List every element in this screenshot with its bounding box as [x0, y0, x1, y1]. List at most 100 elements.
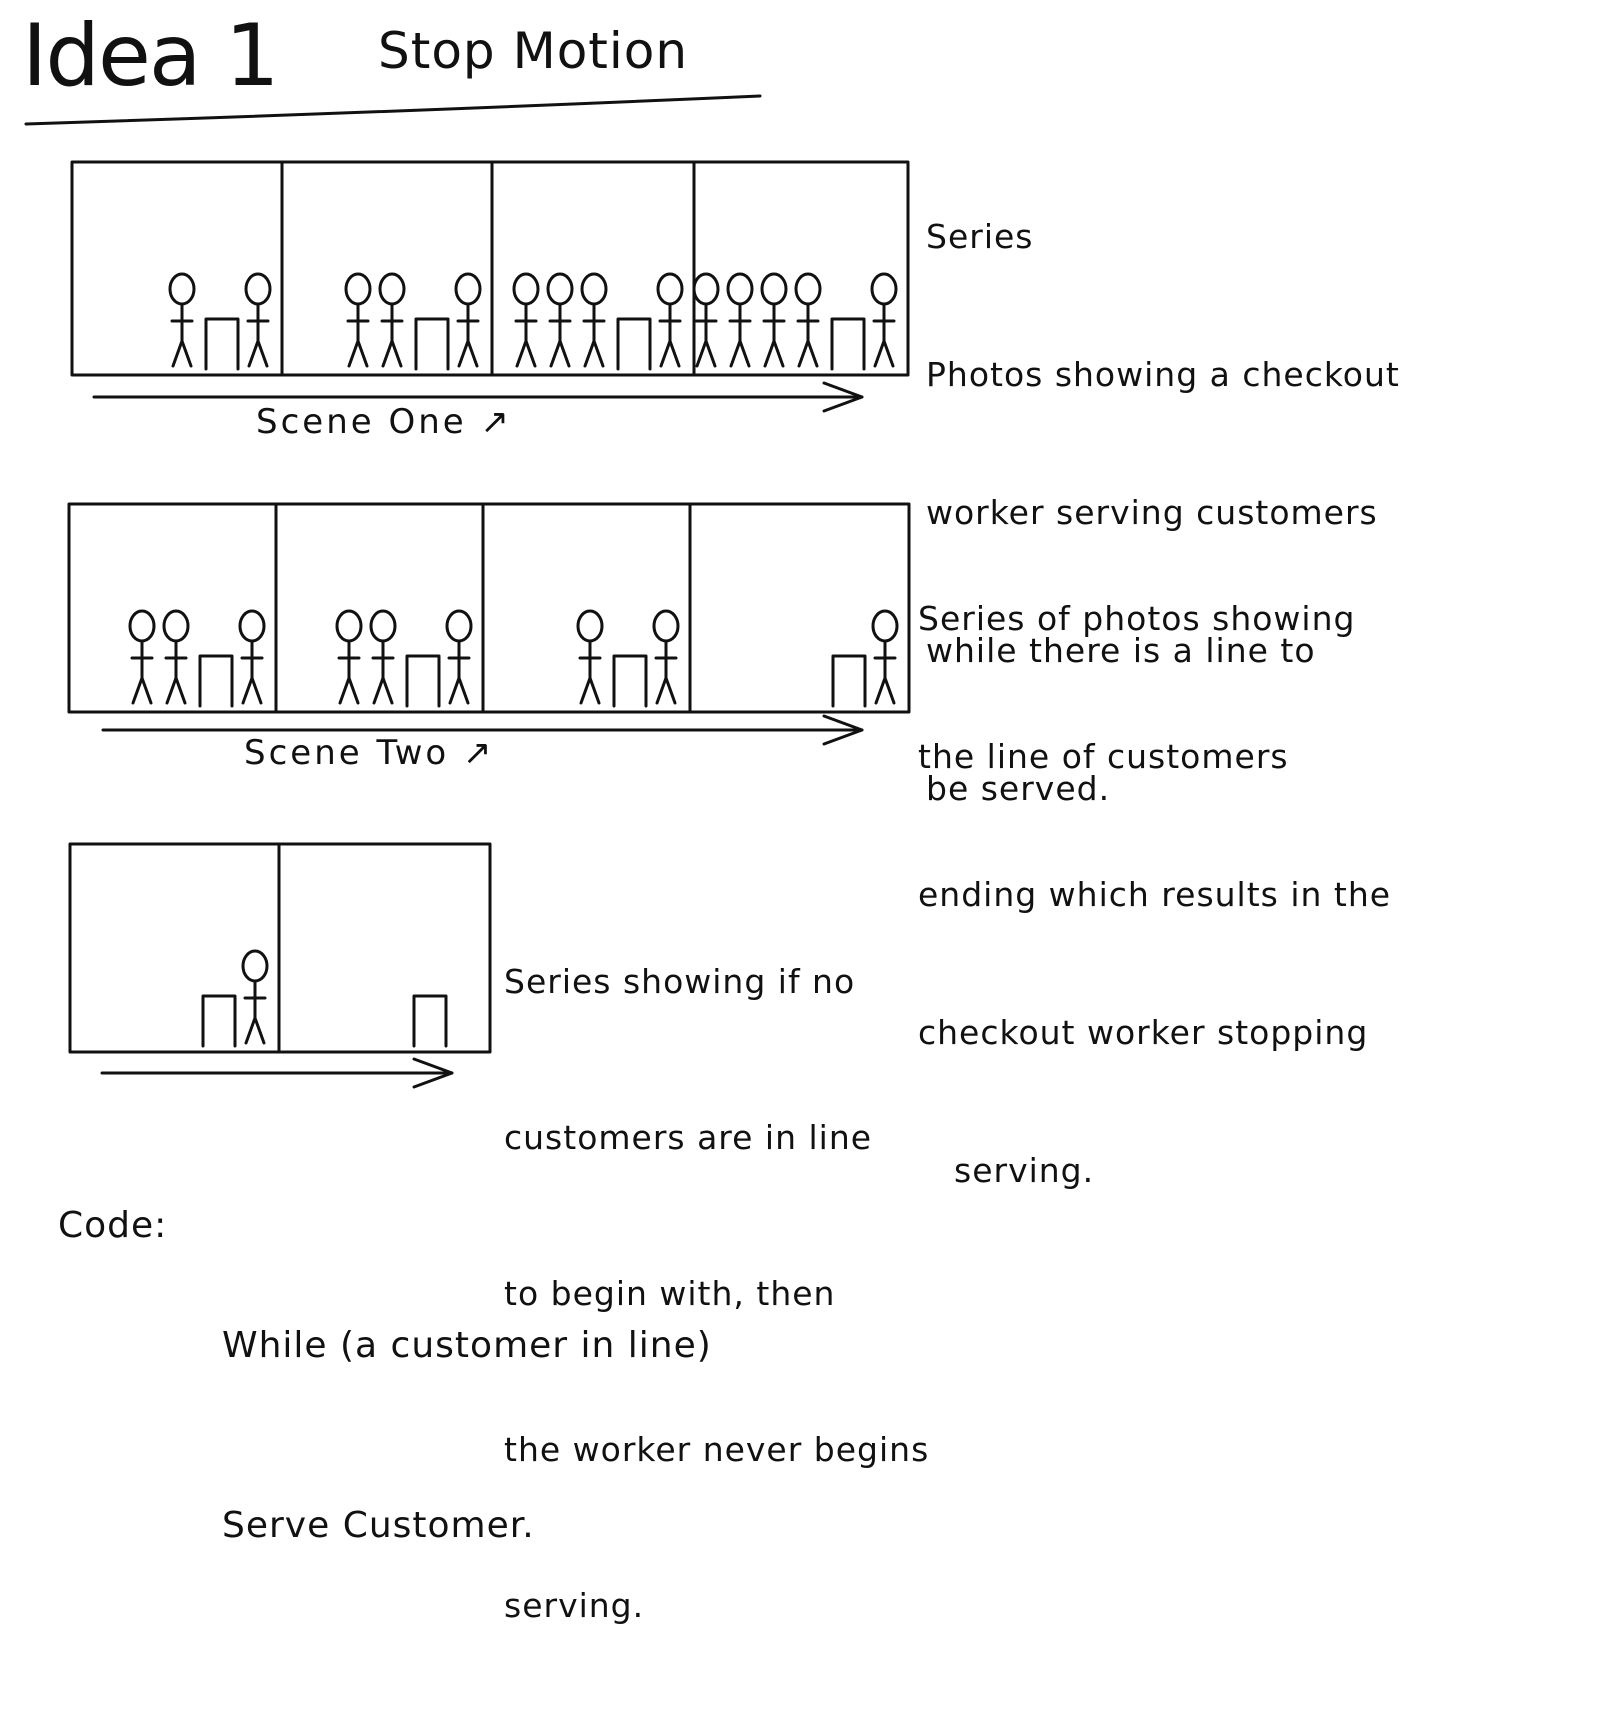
- stick-figure-head: [162, 609, 190, 643]
- scene-two-label: Scene Two ↗: [244, 733, 495, 773]
- customer: [512, 272, 540, 368]
- checkout-worker: [656, 272, 684, 368]
- code-line: While (a customer in line): [222, 1325, 712, 1366]
- frame: [576, 609, 680, 708]
- checkout-counter: [831, 654, 867, 708]
- stick-figure-leg: [390, 339, 403, 368]
- checkout-worker: [244, 272, 272, 368]
- customer: [726, 272, 754, 368]
- stick-figure-head: [546, 272, 574, 306]
- scene-two-caption: Series of photos showing the line of cus…: [918, 599, 1392, 1190]
- frame: [512, 272, 684, 371]
- stick-figure-leg: [448, 676, 461, 705]
- stick-figure-leg: [165, 676, 178, 705]
- stick-figure-leg: [174, 676, 187, 705]
- checkout-worker: [445, 609, 473, 705]
- frame: [335, 609, 473, 708]
- storyboard-page: Idea 1 Stop Motion Scene One ↗ Scene Two…: [22, 6, 1400, 1625]
- customer: [546, 272, 574, 368]
- stick-figure-leg: [247, 339, 260, 368]
- scene-one-label: Scene One ↗: [256, 402, 513, 442]
- customer: [580, 272, 608, 368]
- stick-figure-leg: [659, 339, 672, 368]
- curl-arrow-icon: ↗: [480, 402, 513, 442]
- frame: [692, 272, 898, 371]
- customer: [760, 272, 788, 368]
- arrow-head-icon: [412, 1057, 454, 1089]
- checkout-worker: [871, 609, 899, 705]
- stick-figure-leg: [882, 339, 895, 368]
- stick-figure-leg: [873, 339, 886, 368]
- stick-figure-leg: [171, 339, 184, 368]
- stick-figure-head: [168, 272, 196, 306]
- title-underline: [24, 94, 762, 126]
- stick-figure-head: [760, 272, 788, 306]
- stick-figure-head: [244, 272, 272, 306]
- customer: [128, 609, 156, 705]
- stick-figure-leg: [874, 676, 887, 705]
- stick-figure-head: [871, 609, 899, 643]
- stick-figure-leg: [883, 676, 896, 705]
- scene-strip: [67, 502, 911, 746]
- customer: [576, 609, 604, 705]
- stick-figure-leg: [140, 676, 153, 705]
- customer: [378, 272, 406, 368]
- stick-figure-leg: [466, 339, 479, 368]
- code-block: While (a customer in line) Serve Custome…: [222, 1196, 712, 1676]
- film-strip: [70, 160, 910, 377]
- stick-figure-leg: [704, 339, 717, 368]
- stick-figure-head: [238, 609, 266, 643]
- film-strip: [67, 502, 911, 714]
- stick-figure-leg: [381, 339, 394, 368]
- storyboard-sketch: [24, 94, 911, 1089]
- stick-figure-leg: [664, 676, 677, 705]
- scene-one-caption: Series Photos showing a checkout worker …: [926, 217, 1400, 808]
- stick-figure-leg: [729, 339, 742, 368]
- stick-figure-leg: [588, 676, 601, 705]
- stick-figure-head: [512, 272, 540, 306]
- code-label: Code:: [58, 1205, 168, 1246]
- checkout-counter: [414, 317, 450, 371]
- scene-strip: [70, 160, 910, 413]
- stick-figure-head: [445, 609, 473, 643]
- stick-figure-leg: [180, 339, 193, 368]
- stick-figure-leg: [763, 339, 776, 368]
- frame: [831, 609, 899, 708]
- customer: [162, 609, 190, 705]
- stick-figure-head: [726, 272, 754, 306]
- curl-arrow-icon: ↗: [463, 733, 495, 773]
- customer: [168, 272, 196, 368]
- stick-figure-leg: [356, 339, 369, 368]
- customer: [335, 609, 363, 705]
- stick-figure-leg: [253, 1016, 266, 1045]
- stick-figure-leg: [347, 339, 360, 368]
- stick-figure-head: [128, 609, 156, 643]
- stick-figure-leg: [457, 676, 470, 705]
- stick-figure-leg: [250, 676, 263, 705]
- stick-figure-leg: [695, 339, 708, 368]
- stick-figure-head: [454, 272, 482, 306]
- checkout-worker: [454, 272, 482, 368]
- stick-figure-leg: [457, 339, 470, 368]
- stick-figure-head: [378, 272, 406, 306]
- customer: [692, 272, 720, 368]
- stick-figure-leg: [372, 676, 385, 705]
- checkout-worker: [652, 609, 680, 705]
- stick-figure-leg: [806, 339, 819, 368]
- checkout-counter: [198, 654, 234, 708]
- stick-figure-leg: [256, 339, 269, 368]
- page-title: Idea 1: [22, 6, 280, 106]
- stick-figure-leg: [515, 339, 528, 368]
- customer: [794, 272, 822, 368]
- stick-figure-leg: [244, 1016, 257, 1045]
- code-line: Serve Customer.: [222, 1505, 535, 1546]
- customer: [369, 609, 397, 705]
- frame: [412, 994, 448, 1048]
- stick-figure-head: [692, 272, 720, 306]
- stick-figure-leg: [583, 339, 596, 368]
- stick-figure-head: [652, 609, 680, 643]
- stick-figure-leg: [668, 339, 681, 368]
- checkout-counter: [830, 317, 866, 371]
- arrow-head-icon: [822, 381, 864, 413]
- checkout-counter: [201, 994, 237, 1048]
